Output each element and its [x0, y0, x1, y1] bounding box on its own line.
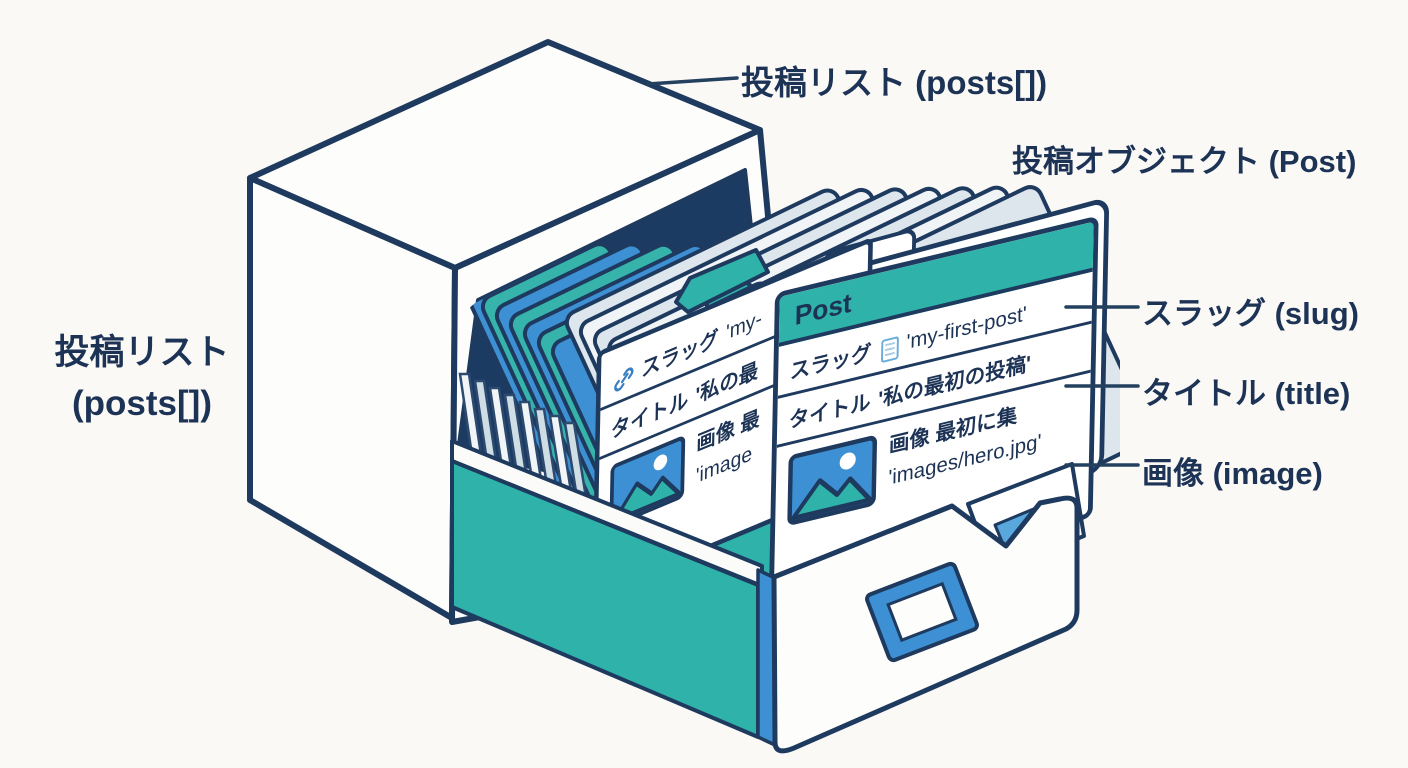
- leader-lines: [646, 76, 1140, 467]
- label-slug: スラッグ (slug): [1142, 296, 1359, 331]
- front-post-card: Post スラッグ 'my-first-post' タイトル '私の最初の投稿'…: [768, 215, 1099, 595]
- back-post-card: スラッグ 'my- タイトル '私の最 画像 最 'image: [592, 236, 873, 598]
- label-post-object: 投稿オブジェクト (Post): [1012, 144, 1357, 179]
- label-posts-list-left-line1: 投稿リスト: [54, 333, 230, 372]
- drawer-label-frame: [865, 561, 979, 663]
- image-icon: [787, 435, 878, 525]
- paper-stripes: [458, 372, 589, 506]
- label-posts-list-left-line2: (posts[]): [72, 383, 212, 423]
- back-card-folder-tab: [674, 248, 770, 314]
- label-image: 画像 (image): [1142, 456, 1323, 491]
- leader-cabinet-top: [646, 76, 739, 86]
- label-posts-list-top: 投稿リスト (posts[]): [741, 64, 1048, 101]
- label-posts-list-left: 投稿リスト (posts[]): [27, 328, 257, 430]
- label-title: タイトル (title): [1142, 376, 1351, 411]
- link-icon: [614, 367, 634, 391]
- image-icon: [609, 436, 686, 527]
